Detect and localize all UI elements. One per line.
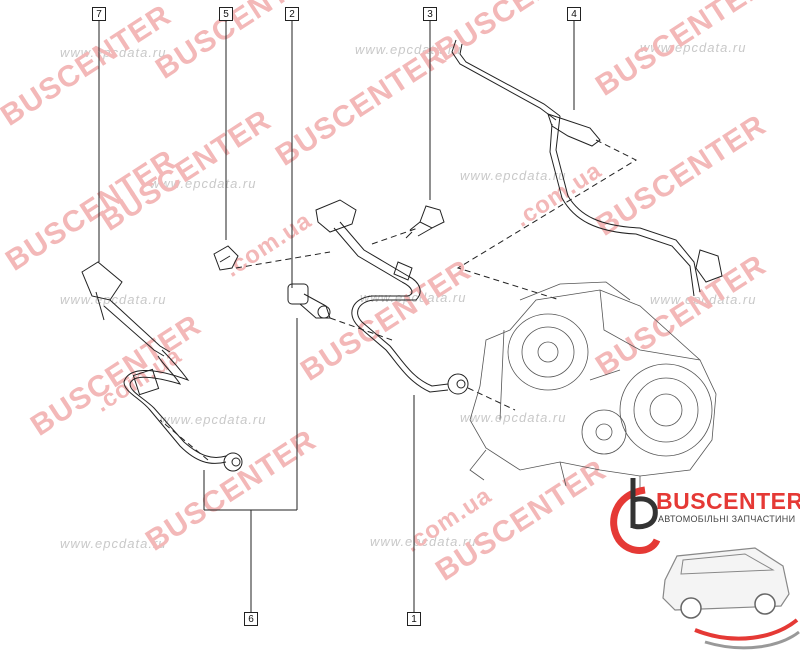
- minibus-logo-icon: [610, 478, 800, 650]
- part-2-sleeve: [287, 283, 331, 319]
- part-3-bolt: [405, 205, 445, 239]
- leader-lines: [98, 21, 575, 612]
- callout-1: 1: [407, 612, 421, 626]
- part-7-temperature-sensor: [81, 261, 243, 472]
- part-5-clip: [213, 245, 239, 271]
- callout-7: 7: [92, 7, 106, 21]
- logo-name: BUSCENTER: [656, 488, 800, 514]
- callout-5: 5: [219, 7, 233, 21]
- callout-3: 3: [423, 7, 437, 21]
- part-4-temperature-sensor: [451, 39, 723, 297]
- callout-4: 4: [567, 7, 581, 21]
- callout-2: 2: [285, 7, 299, 21]
- turbocharger-outline: [469, 281, 717, 490]
- part-1-pressure-pipe: [315, 199, 469, 395]
- callout-6: 6: [244, 612, 258, 626]
- logo-tagline: АВТОМОБІЛЬНІ ЗАПЧАСТИНИ: [658, 514, 796, 524]
